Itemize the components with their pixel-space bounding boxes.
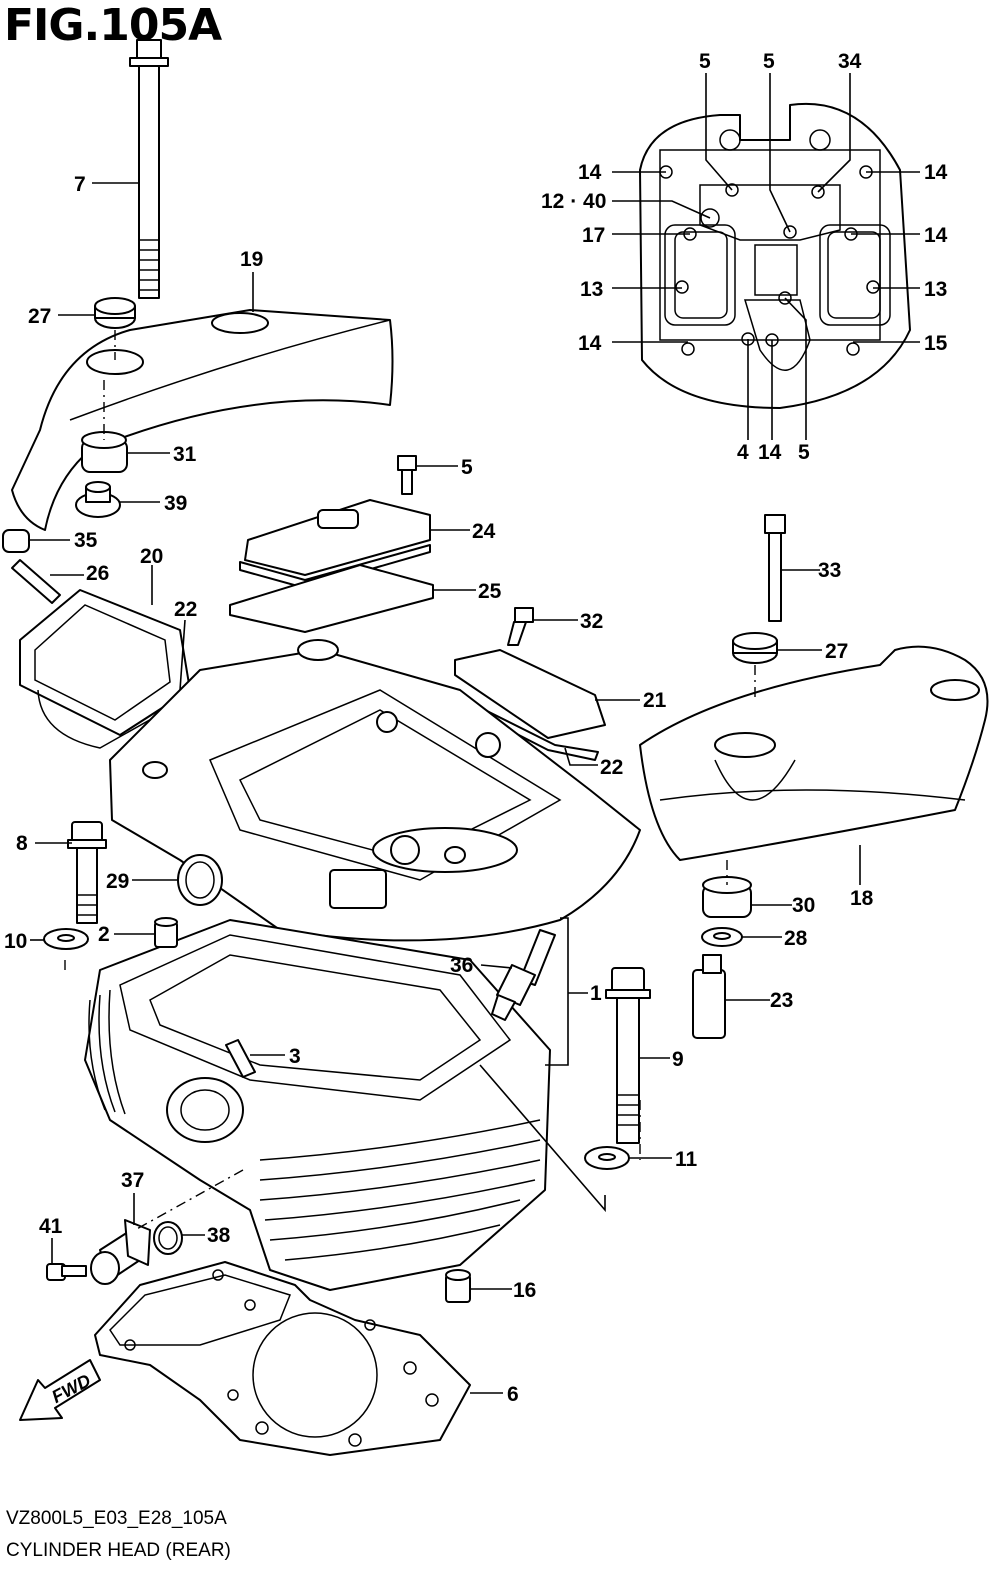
- inset-callout-5b: 5: [763, 50, 775, 73]
- callout-32: 32: [580, 610, 603, 633]
- inset-callout-5a: 5: [699, 50, 711, 73]
- callout-labels: 7 19 27 31 39 35 26 20 22 5 24 25 32 21 …: [4, 50, 948, 1406]
- callout-41: 41: [39, 1215, 63, 1238]
- callout-9: 9: [672, 1048, 684, 1071]
- callout-22b: 22: [600, 756, 623, 779]
- inset-callout-14d: 14: [578, 332, 602, 355]
- callout-25: 25: [478, 580, 502, 603]
- bolt-33: [764, 514, 786, 622]
- plug-29: [177, 854, 223, 906]
- callout-19: 19: [240, 248, 263, 271]
- inset-callout-14c: 14: [924, 224, 948, 247]
- callout-39: 39: [164, 492, 187, 515]
- callout-28: 28: [784, 927, 808, 950]
- inset-callout-12-40: 12 · 40: [541, 190, 606, 213]
- callout-7: 7: [74, 173, 86, 196]
- callout-22: 22: [174, 598, 197, 621]
- callout-36: 36: [450, 954, 473, 977]
- bolt-41: [46, 1263, 87, 1281]
- gasket-25: [229, 564, 434, 633]
- head-cover-right: [639, 645, 989, 861]
- bolt-8: [67, 821, 107, 924]
- callout-33: 33: [818, 559, 841, 582]
- callout-27b: 27: [825, 640, 848, 663]
- inset-callout-13a: 13: [580, 278, 603, 301]
- callout-30: 30: [792, 894, 815, 917]
- breather-cover-24: [239, 499, 431, 589]
- inset-callout-14e: 14: [758, 441, 782, 464]
- forward-arrow-icon: FWD: [19, 1359, 101, 1421]
- inset-callout-5c: 5: [798, 441, 810, 464]
- o-ring-38: [153, 1221, 183, 1255]
- callout-35: 35: [74, 529, 98, 552]
- cylinder-head-1: [84, 639, 641, 1291]
- bolt-7: [129, 39, 169, 299]
- callout-18: 18: [850, 887, 874, 910]
- inset-callout-34: 34: [838, 50, 862, 73]
- callout-2: 2: [98, 923, 110, 946]
- callout-27: 27: [28, 305, 51, 328]
- leader-lines: [30, 182, 861, 1394]
- inset-callout-13b: 13: [924, 278, 947, 301]
- callout-37: 37: [121, 1169, 144, 1192]
- callout-31: 31: [173, 443, 197, 466]
- dowel-16: [445, 1269, 471, 1303]
- callout-38: 38: [207, 1224, 231, 1247]
- cylinder-head-top-view-inset: [612, 73, 920, 440]
- washer-11: [584, 1146, 630, 1170]
- callout-23: 23: [770, 989, 793, 1012]
- callout-29: 29: [106, 870, 129, 893]
- bolt-32: [507, 607, 534, 646]
- cap-nut-35: [2, 529, 30, 553]
- callout-26: 26: [86, 562, 109, 585]
- bolt-9: [605, 967, 651, 1144]
- spark-plug-36: [491, 929, 556, 1021]
- inset-callout-15: 15: [924, 332, 948, 355]
- grommet-31: [81, 431, 128, 473]
- spacer-23: [692, 954, 726, 1039]
- callout-5: 5: [461, 456, 473, 479]
- callout-8: 8: [16, 832, 28, 855]
- inset-callout-4: 4: [737, 441, 749, 464]
- callout-3: 3: [289, 1045, 301, 1068]
- dowel-2: [154, 917, 178, 948]
- callout-24: 24: [472, 520, 496, 543]
- grommet-27-right: [732, 632, 778, 664]
- callout-11: 11: [675, 1148, 698, 1171]
- callout-16: 16: [513, 1279, 536, 1302]
- inset-callout-17: 17: [582, 224, 605, 247]
- stud-26: [11, 559, 61, 604]
- washer-10: [43, 928, 89, 950]
- collar-39: [75, 481, 121, 518]
- inset-callout-14a: 14: [578, 161, 602, 184]
- figure-title: FIG.105A: [4, 0, 222, 51]
- sensor-37: [90, 1219, 151, 1285]
- diagram-description: CYLINDER HEAD (REAR): [6, 1540, 231, 1561]
- callout-1: 1: [590, 982, 602, 1005]
- callout-10: 10: [4, 930, 27, 953]
- callout-6: 6: [507, 1383, 519, 1406]
- callout-20: 20: [140, 545, 163, 568]
- inset-callout-14b: 14: [924, 161, 948, 184]
- washer-28: [701, 927, 743, 947]
- model-code: VZ800L5_E03_E28_105A: [6, 1508, 227, 1529]
- stud-3: [225, 1039, 256, 1078]
- grommet-27: [94, 297, 136, 329]
- callout-21: 21: [643, 689, 667, 712]
- bolt-5-upper: [397, 455, 417, 495]
- head-gasket-6: [94, 1261, 471, 1456]
- head-cover-left: [11, 309, 394, 531]
